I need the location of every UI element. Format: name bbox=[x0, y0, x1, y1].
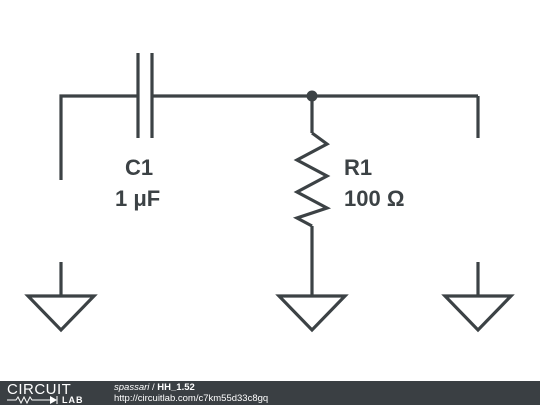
footer-title-line: spassari / HH_1.52 bbox=[114, 382, 268, 394]
footer-bar: CIRCUIT LAB spassari / HH_1.52 http://ci… bbox=[0, 381, 540, 405]
logo-text-circuit: CIRCUIT bbox=[7, 382, 71, 398]
ground-symbol-left bbox=[24, 294, 98, 333]
logo-text-lab: LAB bbox=[62, 395, 84, 404]
logo-resistor-icon bbox=[7, 395, 50, 404]
project-name[interactable]: HH_1.52 bbox=[157, 382, 195, 393]
ground-symbol-right bbox=[441, 294, 515, 333]
wire-left bbox=[59, 94, 138, 180]
circuit-schematic: C1 1 μF R1 100 Ω bbox=[24, 53, 515, 333]
title-separator: / bbox=[152, 382, 155, 393]
footer-info: spassari / HH_1.52 http://circuitlab.com… bbox=[114, 382, 269, 404]
ground-symbol-middle bbox=[275, 294, 349, 333]
resistor-ref-label: R1 bbox=[344, 155, 372, 180]
resistor-value-label: 100 Ω bbox=[344, 186, 404, 211]
capacitor-ref-label: C1 bbox=[125, 155, 153, 180]
logo-diode-icon bbox=[50, 396, 57, 404]
circuit-url[interactable]: http://circuitlab.com/c7km55d33c8gq bbox=[114, 392, 269, 404]
author-link[interactable]: spassari bbox=[114, 382, 150, 393]
circuitlab-logo[interactable]: CIRCUIT LAB bbox=[6, 382, 104, 404]
resistor-symbol bbox=[292, 131, 332, 228]
capacitor-value-label: 1 μF bbox=[115, 186, 160, 211]
